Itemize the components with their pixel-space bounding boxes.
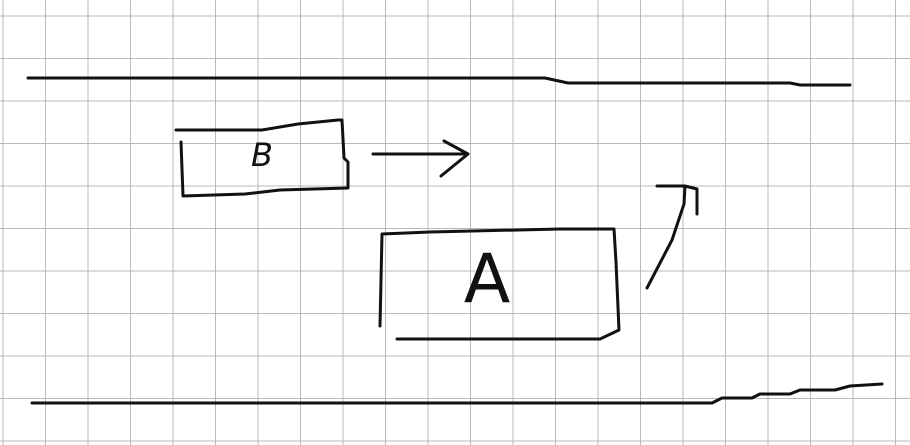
box-b-label: B — [251, 136, 273, 174]
top-boundary-line — [26, 76, 852, 87]
arrow-right — [371, 139, 470, 178]
box-a-label: A — [464, 240, 511, 319]
box-b-outline — [174, 118, 350, 198]
box-a-outline — [378, 227, 621, 341]
box-a: A — [378, 227, 621, 341]
arrow-up-right — [645, 184, 699, 290]
box-b: B — [174, 118, 350, 198]
bottom-boundary-line — [30, 382, 884, 405]
